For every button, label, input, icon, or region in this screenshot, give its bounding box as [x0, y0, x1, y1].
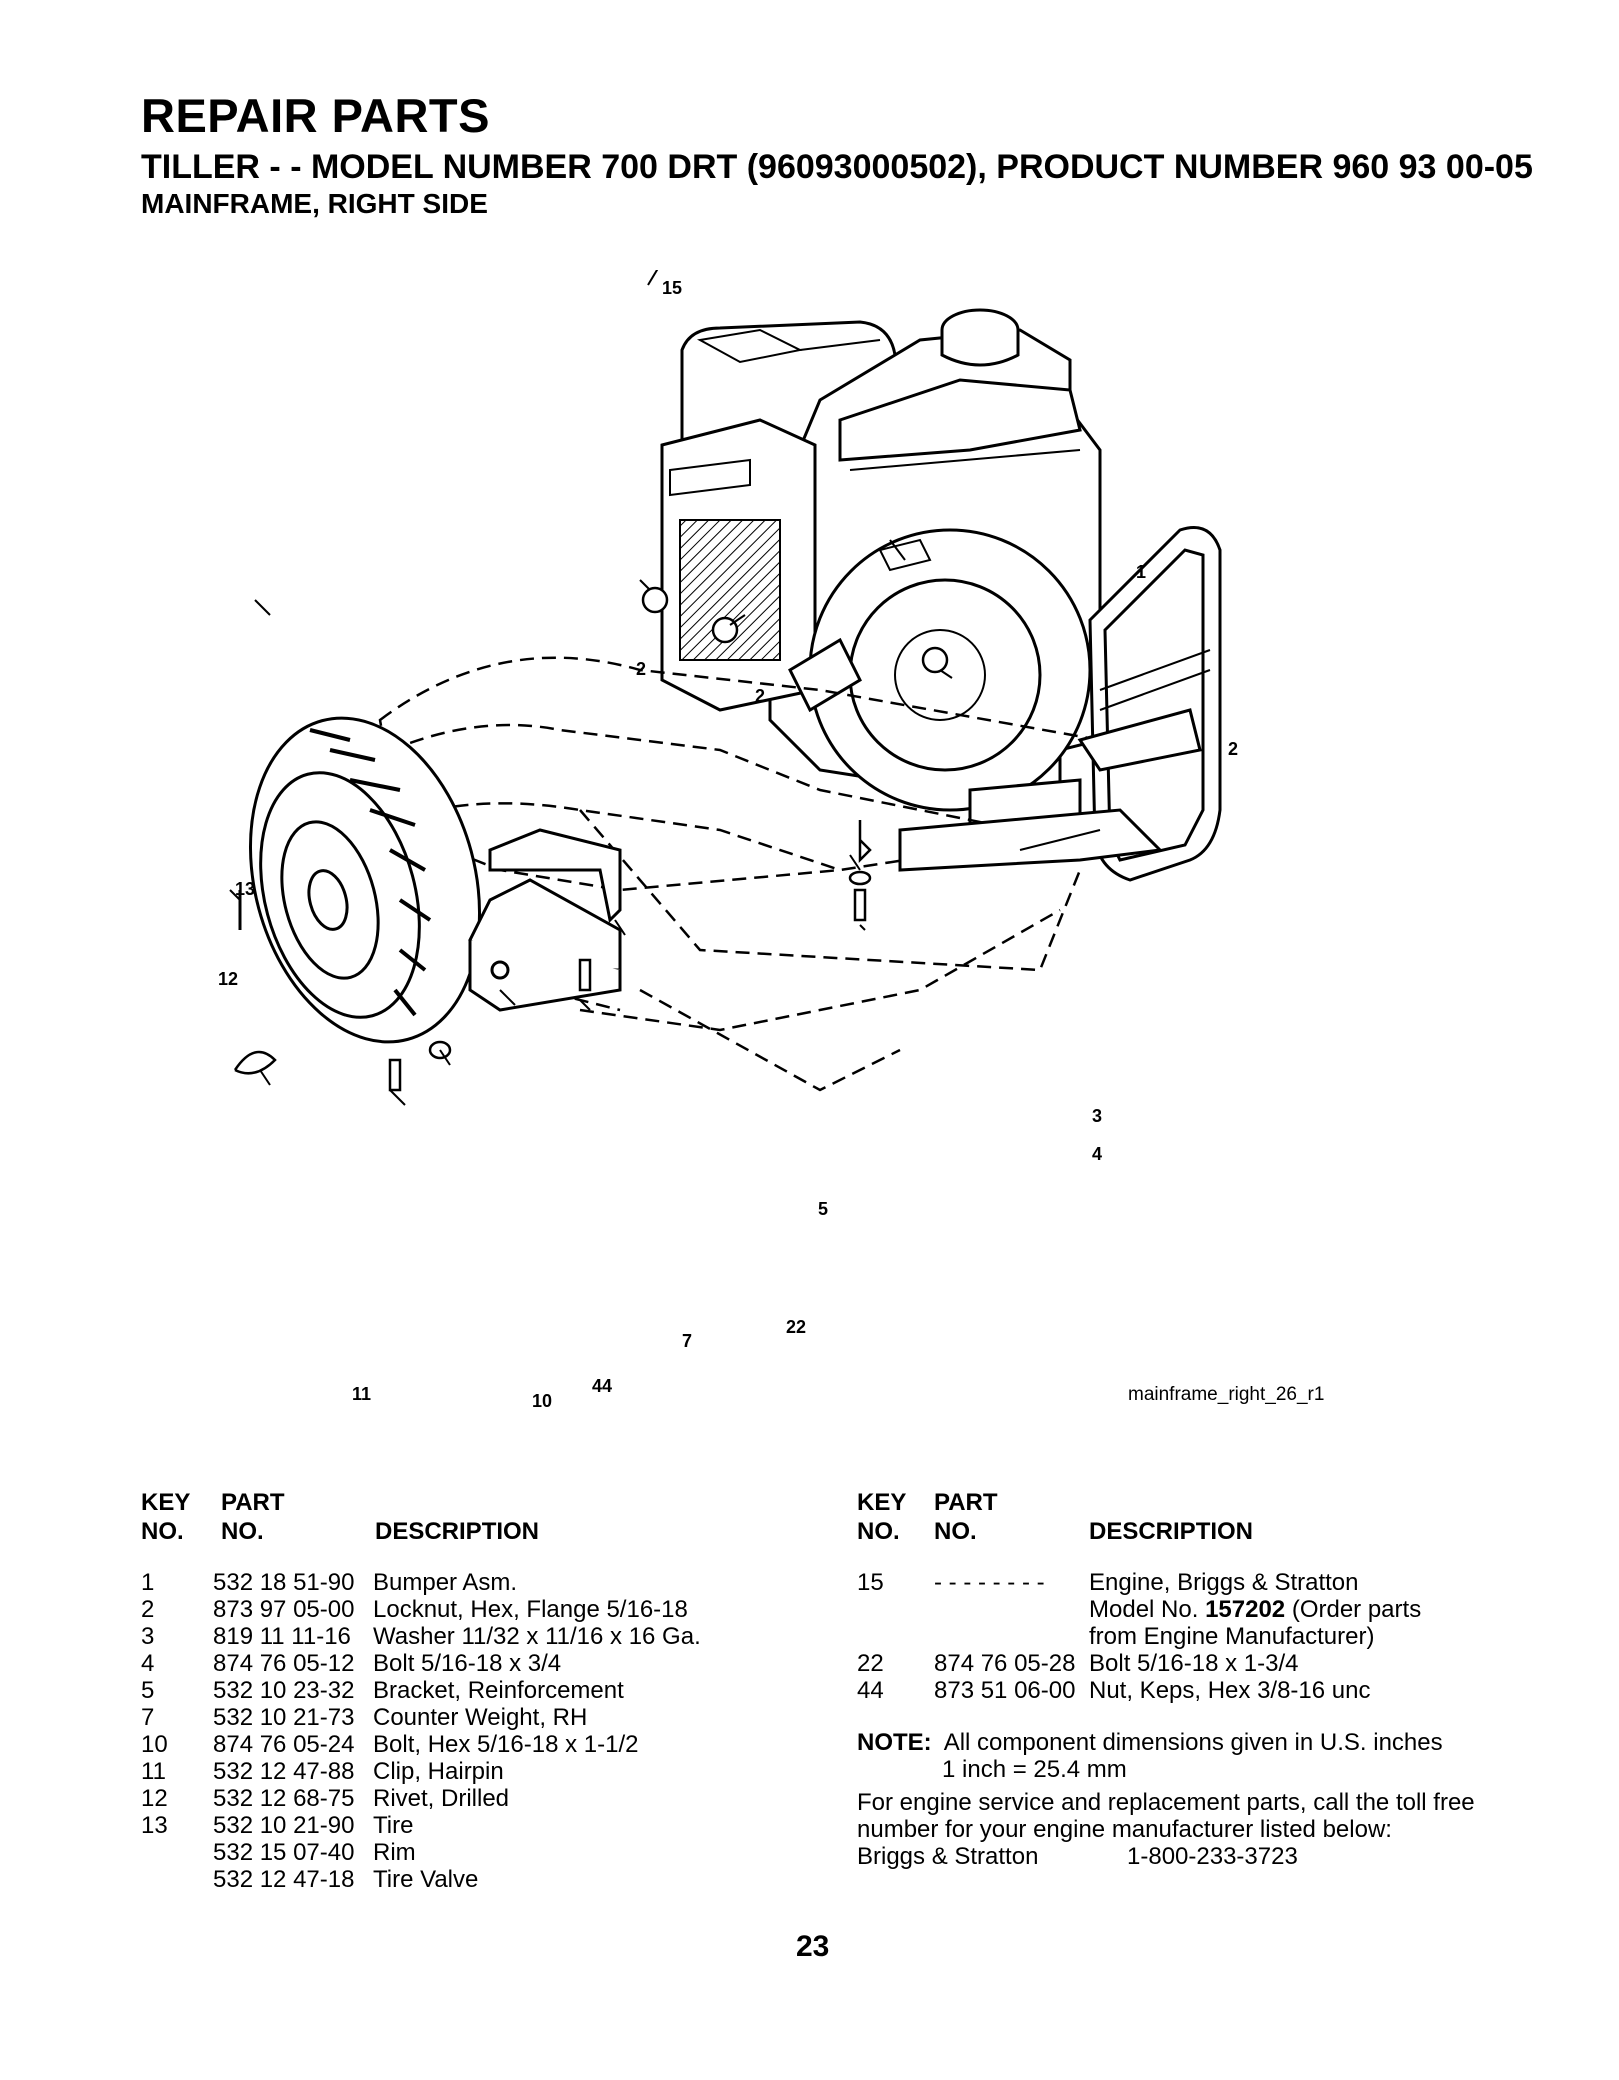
table-header: KEY PART NO. NO. DESCRIPTION: [857, 1489, 1537, 1551]
engine-illustration: [660, 308, 1102, 842]
callout-13: 13: [235, 879, 255, 899]
header-part: PART: [934, 1489, 998, 1516]
section-title: MAINFRAME, RIGHT SIDE: [141, 188, 488, 219]
note-dimensions: All component dimensions given in U.S. i…: [943, 1729, 1443, 1756]
manufacturer-name: Briggs & Stratton: [857, 1843, 1039, 1870]
callout-1: 1: [1136, 562, 1146, 582]
header-key: KEY: [141, 1489, 191, 1516]
callout-numbers: 15 1 2 2 2 13 12 3 4 5 22 7 44 11 10: [218, 278, 1238, 1411]
counter-weight-illustration: [468, 878, 622, 1012]
bumper-illustration: [898, 526, 1222, 882]
callout-2c: 2: [1228, 739, 1238, 759]
engine-model-number: 157202: [1205, 1596, 1286, 1623]
header-part: PART: [221, 1489, 285, 1516]
callout-15: 15: [662, 278, 682, 298]
callout-10: 10: [532, 1391, 552, 1411]
header-key-no: NO.: [857, 1518, 900, 1545]
callout-4: 4: [1092, 1144, 1102, 1164]
table-header: KEY PART NO. NO. DESCRIPTION: [141, 1489, 761, 1551]
callout-5: 5: [818, 1199, 828, 1219]
hardware-illustration: [233, 586, 949, 1092]
note-label: NOTE:: [857, 1729, 932, 1756]
callout-7: 7: [682, 1331, 692, 1351]
bracket-illustration: [488, 828, 622, 924]
header-description: DESCRIPTION: [375, 1518, 540, 1545]
table-row-continued: from Engine Manufacturer): [1089, 1623, 1375, 1650]
note-conversion: 1 inch = 25.4 mm: [942, 1756, 1127, 1783]
header-key-no: NO.: [141, 1518, 184, 1545]
callout-44: 44: [592, 1376, 612, 1396]
model-subtitle: TILLER - - MODEL NUMBER 700 DRT (9609300…: [141, 148, 1533, 186]
exploded-parts-diagram: 15 1 2 2 2 13 12 3 4 5 22 7 44 11 10 mai…: [218, 270, 1324, 1411]
tire-illustration: [248, 716, 482, 1044]
note-service-1: For engine service and replacement parts…: [857, 1789, 1475, 1816]
header-key: KEY: [857, 1489, 907, 1516]
page-title: REPAIR PARTS: [141, 89, 490, 142]
page-number: 23: [796, 1930, 830, 1963]
note-block: NOTE: All component dimensions given in …: [857, 1729, 1537, 1870]
table-row-continued: Model No. 157202 (Order parts: [1089, 1596, 1422, 1623]
parts-table-right: KEY PART NO. NO. DESCRIPTION 15 - - - - …: [857, 1489, 1537, 1704]
header-part-no: NO.: [221, 1518, 264, 1545]
table-row: 15 - - - - - - - - Engine, Briggs & Stra…: [857, 1569, 1359, 1596]
header-description: DESCRIPTION: [1089, 1518, 1254, 1545]
callout-11: 11: [352, 1384, 371, 1404]
callout-12: 12: [218, 969, 238, 989]
callout-22: 22: [786, 1317, 806, 1337]
callout-2b: 2: [755, 686, 765, 706]
callout-leaders: [229, 270, 953, 1106]
note-service-2: number for your engine manufacturer list…: [857, 1816, 1392, 1843]
header-part-no: NO.: [934, 1518, 977, 1545]
diagram-caption: mainframe_right_26_r1: [1128, 1384, 1324, 1405]
manufacturer-phone: 1-800-233-3723: [1127, 1843, 1298, 1870]
callout-2a: 2: [636, 659, 646, 679]
callout-3: 3: [1092, 1106, 1102, 1126]
